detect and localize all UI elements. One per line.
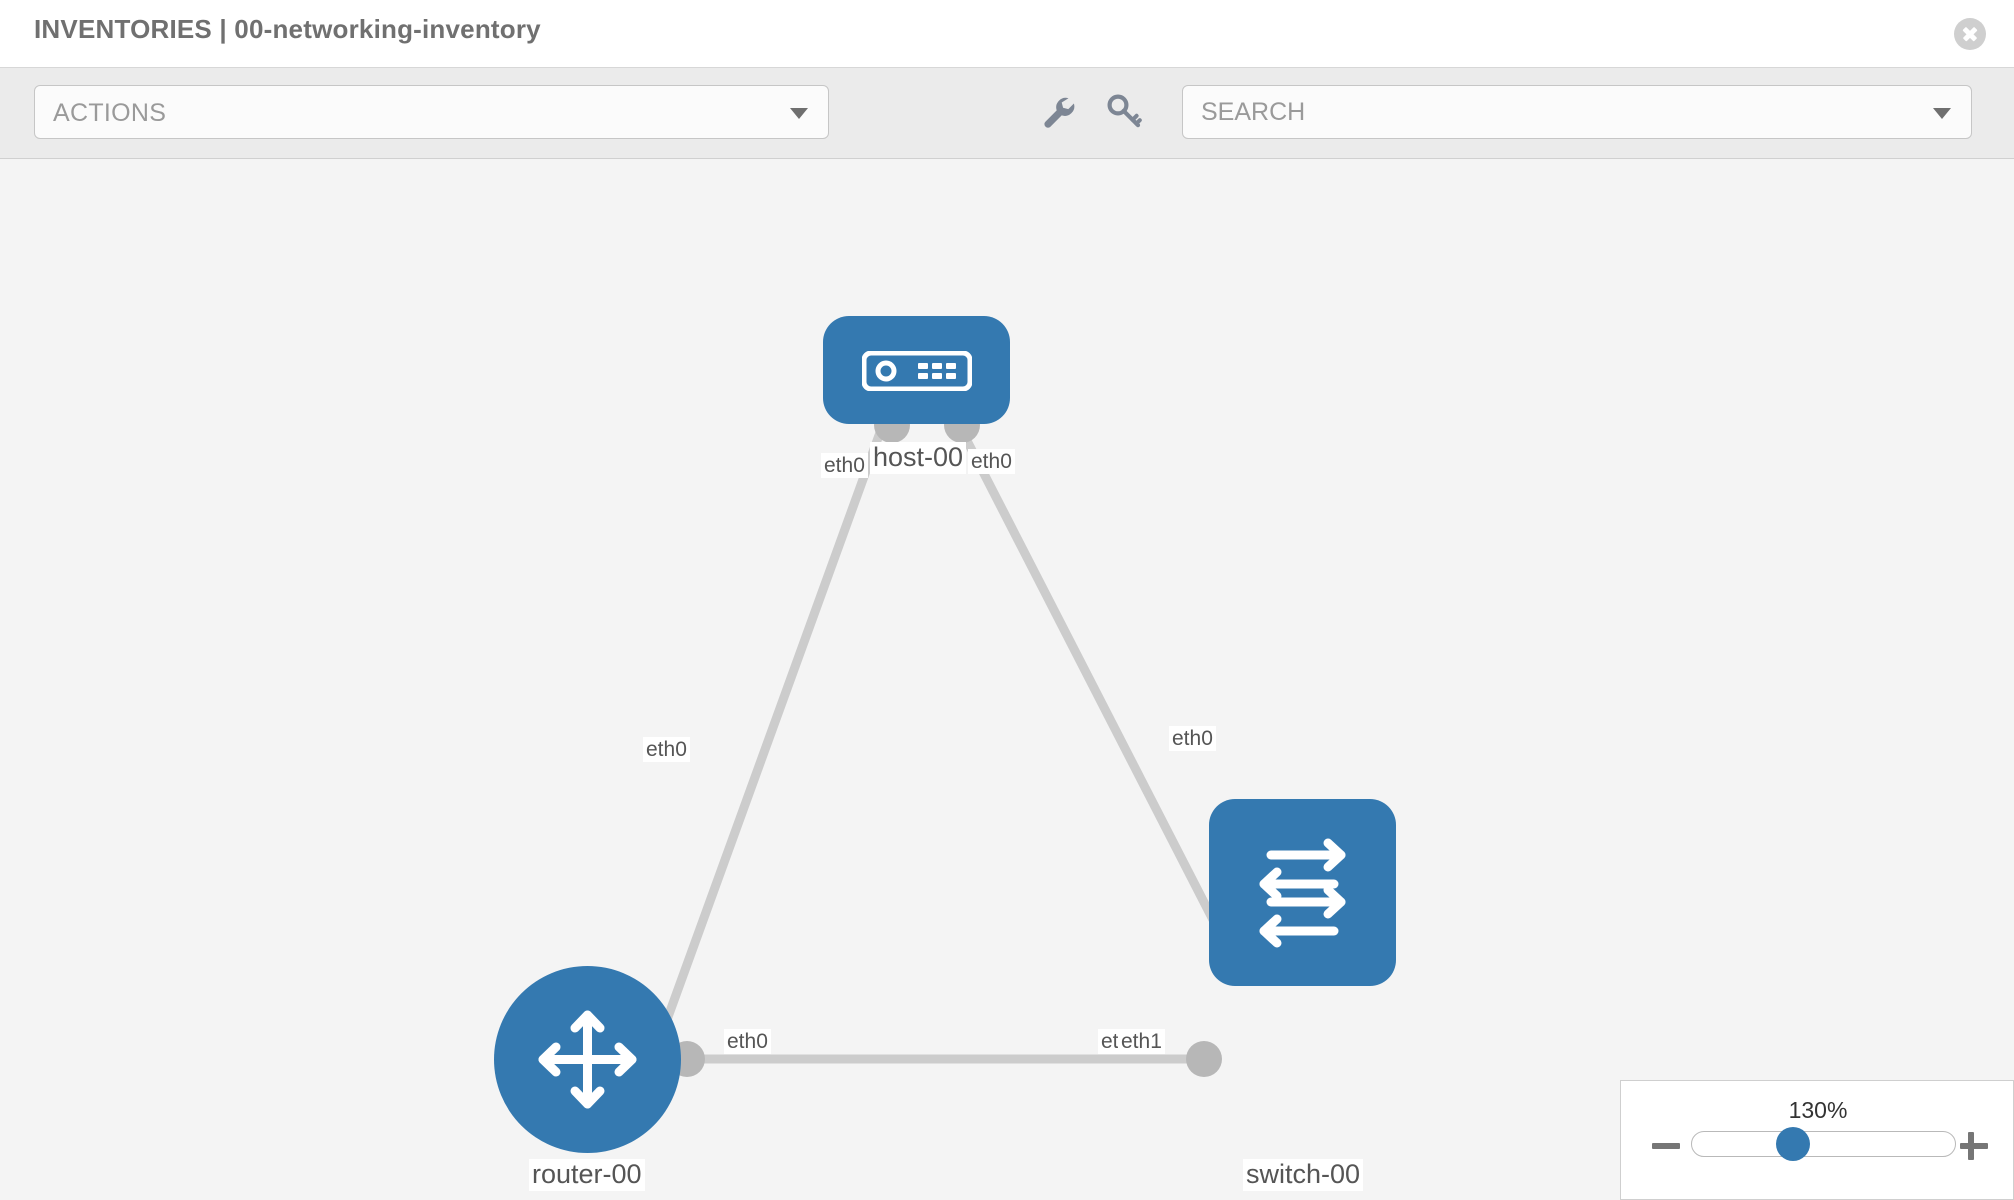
actions-dropdown[interactable]: ACTIONS — [34, 85, 829, 139]
close-icon[interactable] — [1954, 18, 1986, 50]
node-label-host-00: host-00 — [870, 442, 967, 474]
switch-node-shape[interactable] — [1209, 799, 1396, 986]
server-icon — [862, 351, 972, 391]
zoom-level-label: 130% — [1788, 1097, 1848, 1123]
switch-icon — [1259, 838, 1346, 948]
topology-links — [655, 424, 1233, 1064]
node-label-router-00: router-00 — [529, 1159, 645, 1191]
zoom-control-panel: 130% — [1620, 1080, 2014, 1200]
search-input[interactable] — [1183, 86, 1923, 138]
host-node-shape[interactable] — [823, 316, 1010, 424]
iface-label-switch-up: eth0 — [1169, 726, 1216, 752]
switch-port-left-nub[interactable] — [1186, 1041, 1222, 1077]
iface-label-router-up: eth0 — [643, 737, 690, 763]
search-chevron-down-icon[interactable] — [1933, 108, 1951, 119]
zoom-slider-track[interactable] — [1691, 1131, 1956, 1157]
iface-label-host-right: eth0 — [968, 449, 1015, 475]
actions-dropdown-label: ACTIONS — [53, 99, 167, 127]
zoom-slider-thumb[interactable] — [1776, 1127, 1810, 1161]
zoom-out-button[interactable] — [1649, 1129, 1683, 1163]
topology-canvas[interactable]: host-00 router-00 switch-00 eth0 — [0, 159, 2014, 1200]
iface-label-host-left: eth0 — [821, 453, 868, 479]
toolbar: ACTIONS — [0, 68, 2014, 159]
iface-label-switch-left: eth1 — [1118, 1029, 1165, 1055]
iface-label-router-right: eth0 — [724, 1029, 771, 1055]
node-label-switch-00: switch-00 — [1243, 1159, 1364, 1191]
router-icon — [538, 1010, 637, 1109]
key-icon[interactable] — [1100, 88, 1148, 136]
chevron-down-icon — [790, 108, 808, 119]
search-box[interactable] — [1182, 85, 1972, 139]
page-title: INVENTORIES | 00-networking-inventory — [34, 14, 541, 44]
wrench-icon[interactable] — [1035, 88, 1083, 136]
zoom-in-button[interactable] — [1957, 1129, 1991, 1163]
page-header: INVENTORIES | 00-networking-inventory — [0, 0, 2014, 68]
